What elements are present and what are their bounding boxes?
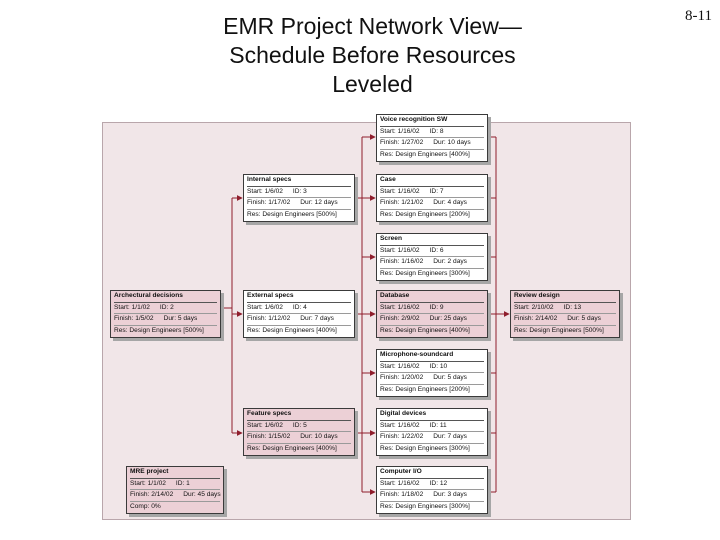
summary-name: MRE project bbox=[130, 467, 220, 479]
node-database-dur: Dur: 25 days bbox=[429, 315, 467, 323]
node-screen-start: Start: 1/16/02 bbox=[380, 246, 420, 254]
node-internal-finish: Finish: 1/17/02 bbox=[247, 199, 291, 207]
node-case-name: Case bbox=[380, 175, 484, 187]
node-micro-name: Microphone-soundcard bbox=[380, 350, 484, 362]
node-case-finish: Finish: 1/21/02 bbox=[380, 199, 424, 207]
node-digital-devices[interactable]: Digital devices Start: 1/16/02 ID: 11 Fin… bbox=[376, 408, 488, 456]
node-external-dur: Dur: 7 days bbox=[300, 315, 334, 323]
node-review-start: Start: 2/10/02 bbox=[514, 303, 554, 311]
node-voice-recognition[interactable]: Voice recognition SW Start: 1/16/02 ID: 8… bbox=[376, 114, 488, 162]
node-arch-finish: Finish: 1/5/02 bbox=[114, 315, 154, 323]
node-case-res: Res: Design Engineers [200%] bbox=[380, 210, 470, 218]
slide-title-line-1: EMR Project Network View— bbox=[223, 13, 522, 39]
node-external-name: External specs bbox=[247, 291, 351, 303]
node-voice-id: ID: 8 bbox=[429, 127, 444, 135]
node-digital-dur: Dur: 7 days bbox=[433, 433, 467, 441]
node-voice-start: Start: 1/16/02 bbox=[380, 127, 420, 135]
node-review-design[interactable]: Review design Start: 2/10/02 ID: 13 Finis… bbox=[510, 290, 620, 338]
node-architectural-decisions[interactable]: Archectural decisions Start: 1/1/02 ID: 2… bbox=[110, 290, 221, 338]
summary-id: ID: 1 bbox=[175, 479, 190, 487]
node-arch-res: Res: Design Engineers [500%] bbox=[114, 326, 204, 334]
node-voice-finish: Finish: 1/27/02 bbox=[380, 139, 424, 147]
slide-number: 8-11 bbox=[685, 8, 712, 24]
node-computer-start: Start: 1/16/02 bbox=[380, 479, 420, 487]
node-feature-dur: Dur: 10 days bbox=[300, 433, 338, 441]
node-micro-finish: Finish: 1/20/02 bbox=[380, 374, 424, 382]
node-feature-id: ID: 5 bbox=[292, 421, 307, 429]
node-arch-name: Archectural decisions bbox=[114, 291, 217, 303]
node-digital-name: Digital devices bbox=[380, 409, 484, 421]
node-internal-res: Res: Design Engineers [500%] bbox=[247, 210, 337, 218]
node-arch-start: Start: 1/1/02 bbox=[114, 303, 150, 311]
slide-title: EMR Project Network View— Schedule Befor… bbox=[200, 12, 545, 99]
node-microphone-soundcard[interactable]: Microphone-soundcard Start: 1/16/02 ID: 1… bbox=[376, 349, 488, 397]
node-case-id: ID: 7 bbox=[429, 187, 444, 195]
node-micro-res: Res: Design Engineers [200%] bbox=[380, 385, 470, 393]
node-internal-specs[interactable]: Internal specs Start: 1/6/02 ID: 3 Finish… bbox=[243, 174, 355, 222]
node-internal-id: ID: 3 bbox=[292, 187, 307, 195]
node-micro-dur: Dur: 5 days bbox=[433, 374, 467, 382]
node-external-id: ID: 4 bbox=[292, 303, 307, 311]
node-screen-id: ID: 6 bbox=[429, 246, 444, 254]
node-computer-dur: Dur: 3 days bbox=[433, 491, 467, 499]
node-screen-name: Screen bbox=[380, 234, 484, 246]
node-feature-name: Feature specs bbox=[247, 409, 351, 421]
node-computer-name: Computer I/O bbox=[380, 467, 484, 479]
node-review-res: Res: Design Engineers [500%] bbox=[514, 326, 604, 334]
node-review-name: Review design bbox=[514, 291, 616, 303]
node-database[interactable]: Database Start: 1/16/02 ID: 9 Finish: 2/9… bbox=[376, 290, 488, 338]
node-arch-id: ID: 2 bbox=[159, 303, 174, 311]
node-external-start: Start: 1/6/02 bbox=[247, 303, 283, 311]
node-voice-res: Res: Design Engineers [400%] bbox=[380, 150, 470, 158]
node-external-specs[interactable]: External specs Start: 1/6/02 ID: 4 Finish… bbox=[243, 290, 355, 338]
node-screen-dur: Dur: 2 days bbox=[433, 258, 467, 266]
summary-start: Start: 1/1/02 bbox=[130, 479, 166, 487]
node-case-dur: Dur: 4 days bbox=[433, 199, 467, 207]
node-computer-id: ID: 12 bbox=[429, 479, 448, 487]
node-database-finish: Finish: 2/9/02 bbox=[380, 315, 420, 323]
node-screen-finish: Finish: 1/16/02 bbox=[380, 258, 424, 266]
node-internal-dur: Dur: 12 days bbox=[300, 199, 338, 207]
node-digital-finish: Finish: 1/22/02 bbox=[380, 433, 424, 441]
node-computer-res: Res: Design Engineers [300%] bbox=[380, 502, 470, 510]
node-database-name: Database bbox=[380, 291, 484, 303]
node-mre-project-summary[interactable]: MRE project Start: 1/1/02 ID: 1 Finish: 2… bbox=[126, 466, 224, 514]
node-external-finish: Finish: 1/12/02 bbox=[247, 315, 291, 323]
node-voice-name: Voice recognition SW bbox=[380, 115, 484, 127]
node-digital-res: Res: Design Engineers [300%] bbox=[380, 444, 470, 452]
slide-title-line-3: Leveled bbox=[332, 71, 413, 97]
node-review-id: ID: 13 bbox=[563, 303, 582, 311]
node-voice-dur: Dur: 10 days bbox=[433, 139, 471, 147]
node-micro-start: Start: 1/16/02 bbox=[380, 362, 420, 370]
summary-finish: Finish: 2/14/02 bbox=[130, 491, 174, 499]
node-external-res: Res: Design Engineers [400%] bbox=[247, 326, 337, 334]
node-arch-dur: Dur: 5 days bbox=[163, 315, 198, 323]
summary-comp: Comp: 0% bbox=[130, 502, 161, 510]
node-digital-start: Start: 1/16/02 bbox=[380, 421, 420, 429]
node-database-id: ID: 9 bbox=[429, 303, 444, 311]
node-internal-start: Start: 1/6/02 bbox=[247, 187, 283, 195]
node-feature-res: Res: Design Engineers [400%] bbox=[247, 444, 337, 452]
node-database-res: Res: Design Engineers [400%] bbox=[380, 326, 470, 334]
node-database-start: Start: 1/16/02 bbox=[380, 303, 420, 311]
node-micro-id: ID: 10 bbox=[429, 362, 448, 370]
node-screen[interactable]: Screen Start: 1/16/02 ID: 6 Finish: 1/16/… bbox=[376, 233, 488, 281]
node-feature-start: Start: 1/6/02 bbox=[247, 421, 283, 429]
node-case-start: Start: 1/16/02 bbox=[380, 187, 420, 195]
node-screen-res: Res: Design Engineers [300%] bbox=[380, 269, 470, 277]
slide-title-line-2: Schedule Before Resources bbox=[229, 42, 516, 68]
node-feature-specs[interactable]: Feature specs Start: 1/6/02 ID: 5 Finish:… bbox=[243, 408, 355, 456]
summary-dur: Dur: 45 days bbox=[183, 491, 221, 499]
node-digital-id: ID: 11 bbox=[429, 421, 447, 429]
node-case[interactable]: Case Start: 1/16/02 ID: 7 Finish: 1/21/02… bbox=[376, 174, 488, 222]
node-review-finish: Finish: 2/14/02 bbox=[514, 315, 558, 323]
node-feature-finish: Finish: 1/15/02 bbox=[247, 433, 291, 441]
node-review-dur: Dur: 5 days bbox=[567, 315, 601, 323]
node-computer-io[interactable]: Computer I/O Start: 1/16/02 ID: 12 Finish… bbox=[376, 466, 488, 514]
node-computer-finish: Finish: 1/18/02 bbox=[380, 491, 424, 499]
node-internal-name: Internal specs bbox=[247, 175, 351, 187]
